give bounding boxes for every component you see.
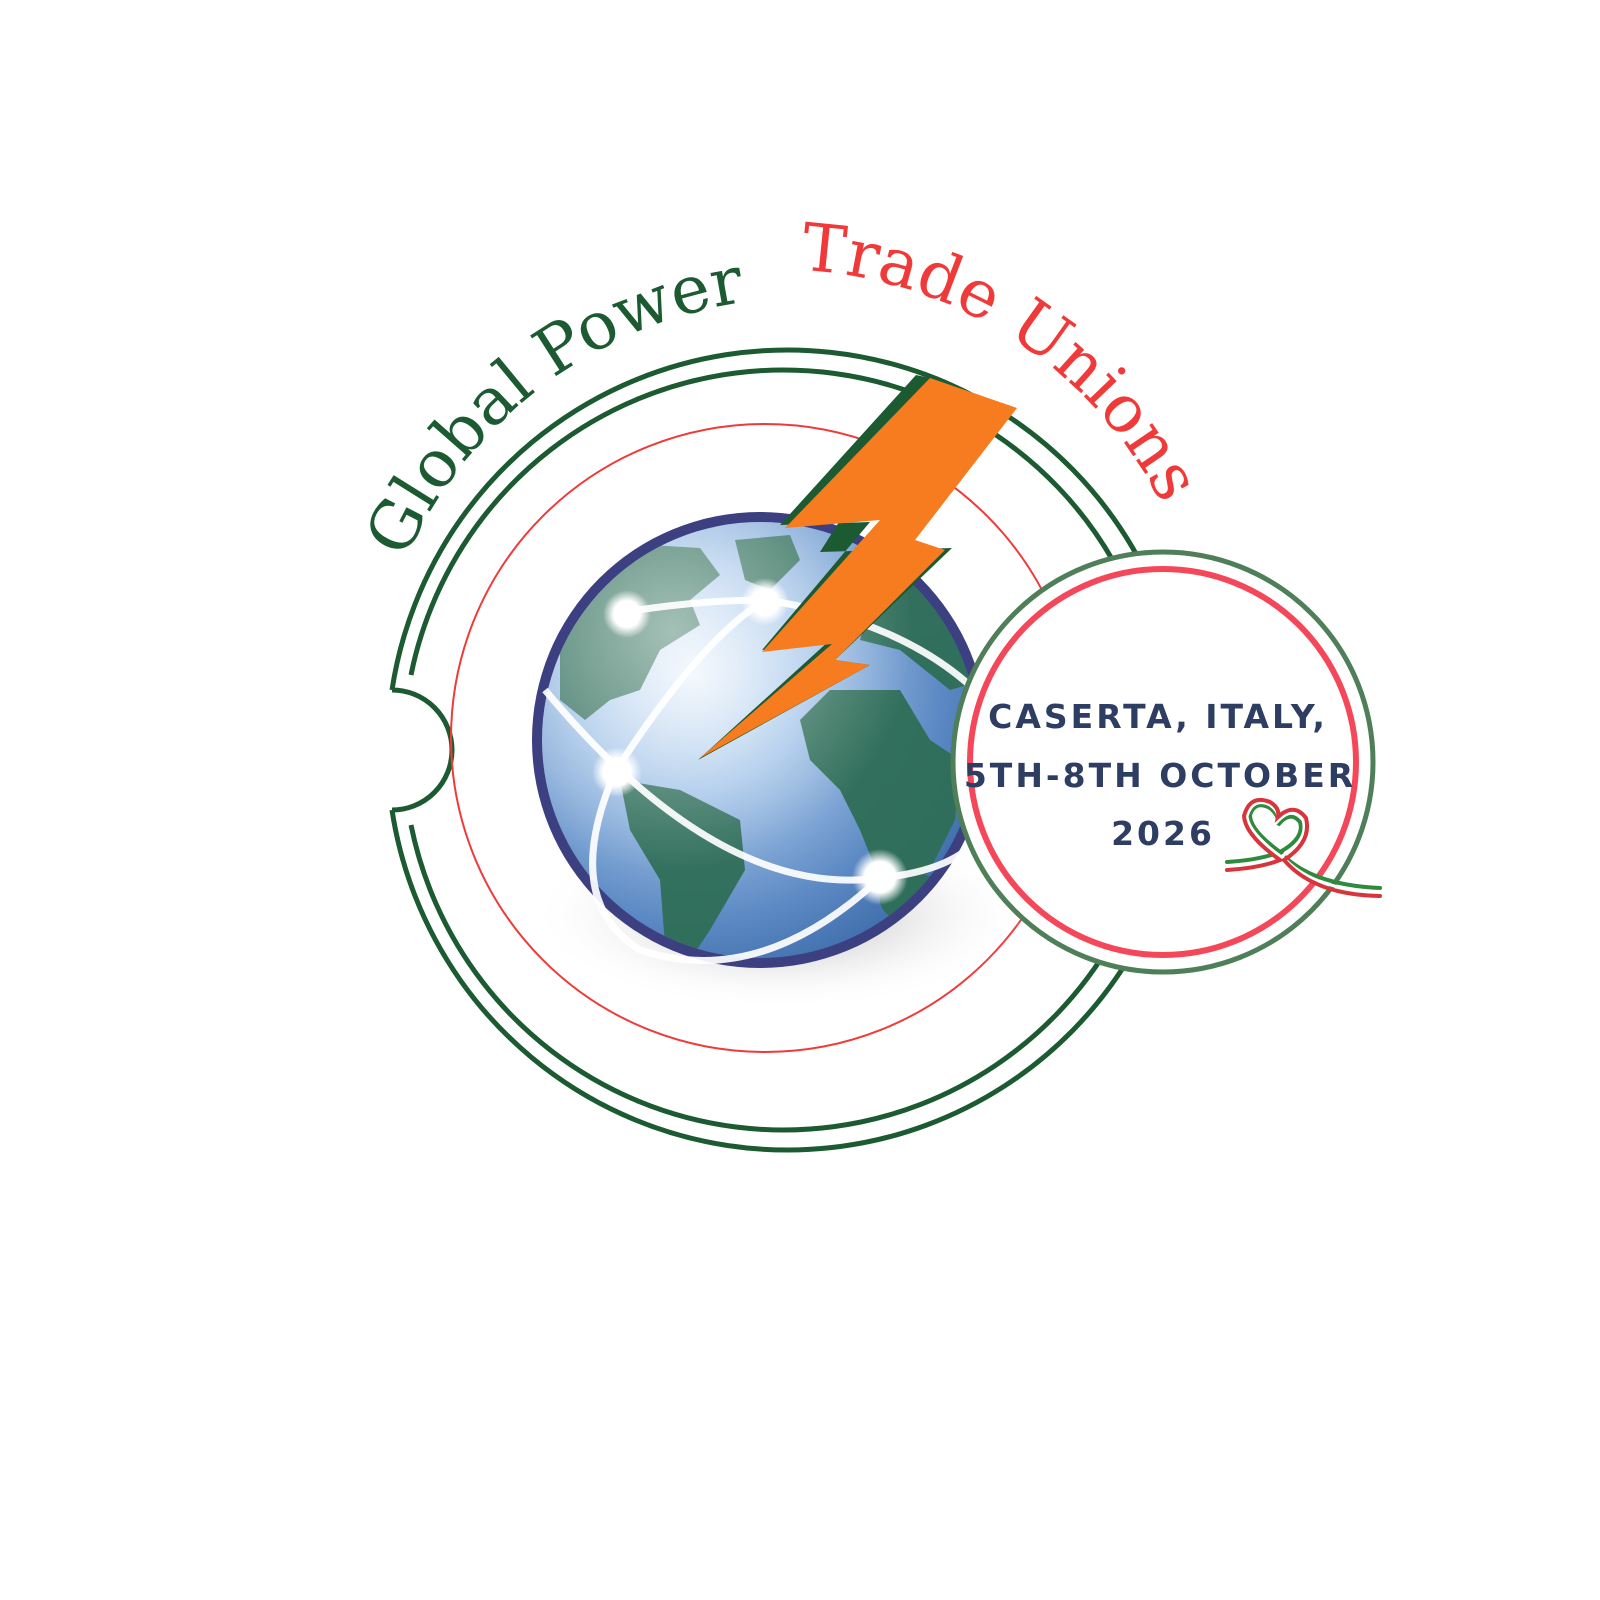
globe-network-icon xyxy=(532,512,988,968)
date-line-dates: 5TH-8TH OCTOBER xyxy=(964,756,1356,795)
date-line-year: 2026 xyxy=(1111,814,1215,853)
date-badge: CASERTA, ITALY, 5TH-8TH OCTOBER 2026 xyxy=(950,549,1376,975)
date-line-location: CASERTA, ITALY, xyxy=(988,697,1328,736)
italian-flag-heart-ribbon-icon xyxy=(1225,797,1382,898)
lightning-bolt-icon xyxy=(698,375,1017,760)
title-global-power: Global Power xyxy=(350,241,748,567)
